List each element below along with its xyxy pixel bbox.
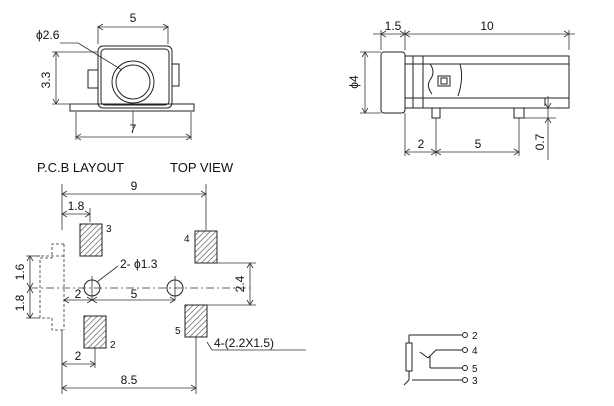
schematic-pin-3: 3 xyxy=(472,376,478,387)
jack-schematic: 2 4 5 3 xyxy=(403,331,478,387)
front-view: 5 ϕ2.6 3.3 7 xyxy=(36,11,195,141)
schematic-plug-symbol xyxy=(405,342,413,372)
dim-front-height: 3.3 xyxy=(39,71,53,88)
schematic-pin-2: 2 xyxy=(472,331,478,342)
dim-side-pin-offset: 2 xyxy=(418,137,425,151)
dim-front-width-bottom: 7 xyxy=(130,122,137,136)
jack-opening xyxy=(111,60,155,104)
schematic-pin-4: 4 xyxy=(472,346,478,357)
dim-side-left: 1.5 xyxy=(385,19,402,33)
dim-pcb-vertical-2: 1.8 xyxy=(13,294,27,311)
pad-label-3: 3 xyxy=(106,224,112,235)
jack-collar xyxy=(380,51,406,114)
top-view-title: TOP VIEW xyxy=(170,160,234,175)
pad-3 xyxy=(79,223,103,257)
dim-pcb-total-width: 9 xyxy=(131,179,138,193)
dim-pcb-hole: 2- ϕ1.3 xyxy=(120,257,158,271)
jack-body-side xyxy=(404,55,570,109)
dim-pcb-pad-height: 2.4 xyxy=(233,275,247,292)
dim-side-length: 10 xyxy=(480,19,494,33)
pad-2 xyxy=(83,315,107,349)
dim-side-pin-spacing: 5 xyxy=(475,137,482,151)
dim-pcb-bottom-offset: 2 xyxy=(75,349,82,363)
dim-pcb-pad-x: 1.8 xyxy=(68,199,85,213)
dim-pcb-vertical-1: 1.6 xyxy=(13,263,27,280)
schematic-pin-5: 5 xyxy=(472,364,478,375)
dim-pcb-hole-spacing: 5 xyxy=(131,287,138,301)
dim-side-pin-height: 0.7 xyxy=(533,133,547,150)
pcb-layout-title: P.C.B LAYOUT xyxy=(37,160,124,175)
pad-5 xyxy=(184,304,208,338)
pad-label-2: 2 xyxy=(110,340,116,351)
pad-label-5: 5 xyxy=(175,326,181,337)
side-view: 1.5 10 ϕ4 2 5 xyxy=(347,19,575,160)
dim-front-width-top: 5 xyxy=(130,11,137,25)
pcb-layout: P.C.B LAYOUT TOP VIEW 9 1.8 3 4 2 5 xyxy=(13,160,306,394)
pad-4 xyxy=(194,230,218,264)
pad-label-4: 4 xyxy=(184,234,190,245)
dim-pcb-hole-offset: 2 xyxy=(75,287,82,301)
dim-side-diameter: ϕ4 xyxy=(347,75,361,89)
dim-pcb-bottom-width: 8.5 xyxy=(121,373,138,387)
dim-pcb-pad-size: 4-(2.2X1.5) xyxy=(214,336,274,350)
dim-front-hole: ϕ2.6 xyxy=(36,28,60,42)
